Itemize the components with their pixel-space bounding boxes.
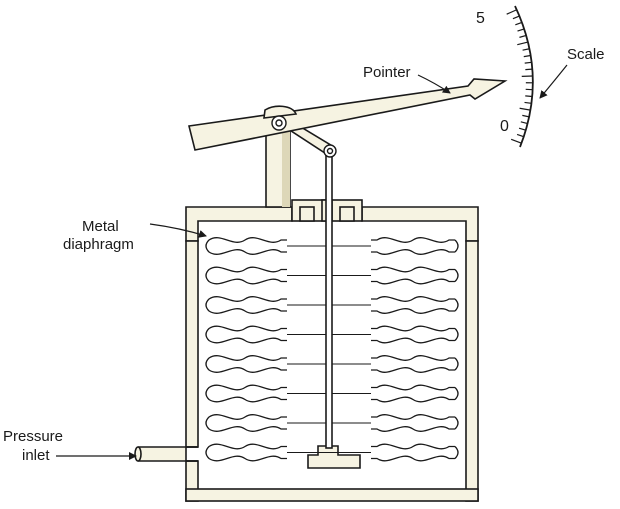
diaphragm-capsule bbox=[205, 443, 459, 462]
scale-tick bbox=[510, 138, 522, 144]
pointer-arm bbox=[188, 78, 508, 151]
scale bbox=[506, 5, 534, 148]
bottom-plate bbox=[307, 445, 361, 469]
pivot-support bbox=[265, 121, 291, 208]
scale-tick bbox=[517, 28, 525, 32]
diaphragm-label-line2: diaphragm bbox=[63, 236, 134, 253]
scale-tick bbox=[524, 101, 532, 104]
scale-max-label: 5 bbox=[476, 10, 485, 27]
housing bbox=[185, 206, 479, 502]
housing-right-wall bbox=[465, 240, 479, 502]
scale-tick bbox=[516, 133, 524, 138]
scale-tick bbox=[520, 121, 528, 125]
scale-tick bbox=[525, 68, 533, 71]
pressure-inlet-pipe bbox=[134, 446, 198, 462]
housing-top-wall bbox=[185, 206, 293, 242]
scale-ticks bbox=[506, 9, 533, 144]
scale-tick bbox=[517, 41, 529, 46]
housing-bottom-wall bbox=[185, 488, 479, 502]
scale-leader bbox=[539, 64, 568, 99]
scale-tick bbox=[515, 21, 523, 26]
scale-tick bbox=[524, 61, 532, 64]
diaphragm-label-line1: Metal bbox=[82, 218, 119, 235]
scale-tick bbox=[522, 114, 530, 118]
pivot-pin bbox=[271, 115, 287, 131]
joint-pin bbox=[323, 144, 337, 158]
inlet-label-line1: Pressure bbox=[3, 428, 64, 445]
connecting-rod bbox=[325, 151, 333, 449]
housing-top-wall-right bbox=[361, 206, 479, 242]
scale-tick bbox=[512, 15, 520, 20]
scale-min-label: 0 bbox=[500, 118, 509, 135]
leader-lines bbox=[56, 64, 568, 460]
scale-tick bbox=[522, 48, 530, 51]
scale-tick bbox=[519, 107, 531, 111]
scale-tick bbox=[523, 54, 531, 58]
scale-tick bbox=[519, 34, 527, 38]
scale-tick bbox=[506, 9, 517, 15]
pointer-label: Pointer bbox=[363, 64, 411, 81]
scale-tick bbox=[518, 127, 526, 131]
scale-tick bbox=[525, 95, 533, 98]
inlet-label-line2: inlet bbox=[22, 447, 50, 464]
pointer-leader bbox=[417, 74, 451, 94]
diaphragm-leader bbox=[149, 223, 207, 238]
housing-left-wall bbox=[185, 240, 199, 448]
scale-label: Scale bbox=[567, 46, 605, 63]
